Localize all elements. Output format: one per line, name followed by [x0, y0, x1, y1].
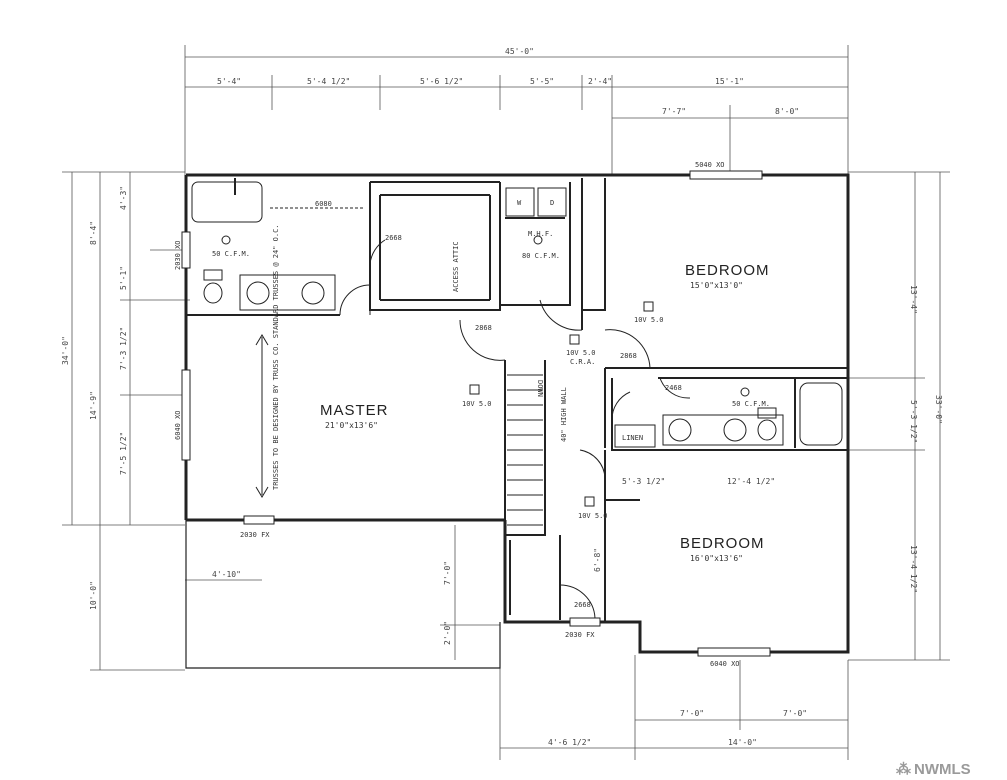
- dimension-lines: [62, 45, 950, 760]
- vent-label-bedroom2: 10V 5.0: [578, 512, 608, 520]
- dryer-label: D: [550, 199, 554, 207]
- room-bedroom1-size: 15'0"x13'0": [690, 281, 743, 290]
- dim-overall-width: 45'-0": [505, 47, 534, 56]
- dim-top2-2: 8'-0": [775, 107, 799, 116]
- cra-label: C.R.A.: [570, 358, 595, 366]
- fan-label-master: 50 C.F.M.: [212, 250, 250, 258]
- mhf-label: M.H.F.: [528, 230, 553, 238]
- dim-right-4: 13'-4 1/2": [909, 545, 918, 593]
- door-label-6080: 6080: [315, 200, 332, 208]
- dim-bottom2-1: 4'-6 1/2": [548, 738, 591, 747]
- dim-misc-6: 6'-8": [593, 548, 602, 572]
- dim-top-2: 5'-4 1/2": [307, 77, 350, 86]
- dim-top-6: 15'-1": [715, 77, 744, 86]
- vent-label-hall: 10V 5.0: [566, 349, 596, 357]
- dim-misc-3: 2'-0": [443, 621, 452, 645]
- dim-top2-1: 7'-7": [662, 107, 686, 116]
- window-label-bottom-left: 2030 FX: [240, 531, 270, 539]
- vent-label-bedroom1: 10V 5.0: [634, 316, 664, 324]
- window-label-master-left: 6040 XO: [174, 410, 182, 440]
- truss-note: TRUSSES TO BE DESIGNED BY TRUSS CO. STAN…: [272, 224, 280, 490]
- attic-access-label: ACCESS ATTIC: [452, 241, 460, 292]
- door-label-2868-b: 2868: [620, 352, 637, 360]
- dim-bottom-1: 7'-0": [680, 709, 704, 718]
- dim-left-mid-3: 7'-5 1/2": [119, 432, 128, 475]
- dim-bottom2-2: 14'-0": [728, 738, 757, 747]
- exterior-walls: [184, 173, 850, 669]
- dim-right-1: 13'-4": [909, 285, 918, 314]
- door-label-bath: 2668: [574, 601, 591, 609]
- door-label-2468: 2468: [665, 384, 682, 392]
- washer-label: W: [517, 199, 522, 207]
- dim-top-1: 5'-4": [217, 77, 241, 86]
- door-label-closet: 2668: [385, 234, 402, 242]
- room-bedroom1-name: BEDROOM: [685, 262, 770, 279]
- window-label-stair: 2030 FX: [565, 631, 595, 639]
- dim-left-overall: 34'-0": [61, 336, 70, 365]
- linen-label: LINEN: [622, 434, 643, 442]
- fixtures: [191, 181, 843, 526]
- dim-left-upper-2: 8'-4": [89, 221, 98, 245]
- dim-top-4: 5'-5": [530, 77, 554, 86]
- window-label-bottom-right: 6040 XO: [710, 660, 740, 668]
- room-bedroom2-size: 16'0"x13'6": [690, 554, 743, 563]
- dim-left-lower: 10'-0": [89, 581, 98, 610]
- watermark-icon: ⁂: [896, 761, 911, 778]
- dim-top-3: 5'-6 1/2": [420, 77, 463, 86]
- vent-label-master: 10V 5.0: [462, 400, 492, 408]
- door-label-2868-a: 2868: [475, 324, 492, 332]
- stair-down-label: DOWN: [536, 380, 544, 397]
- fan-label-laundry: 80 C.F.M.: [522, 252, 560, 260]
- room-master-name: MASTER: [320, 402, 389, 419]
- window-label-top: 5040 XO: [695, 161, 725, 169]
- dim-top-5: 2'-4": [588, 77, 612, 86]
- window-label-left-top: 2030 XO: [174, 240, 182, 270]
- windows: [181, 170, 771, 657]
- dim-misc-1: 4'-10": [212, 570, 241, 579]
- dim-left-upper-3: 5'-1": [119, 266, 128, 290]
- dim-right-3: 33'-0": [934, 395, 943, 424]
- dim-misc-5: 12'-4 1/2": [727, 477, 775, 486]
- high-wall-label: 40" HIGH WALL: [560, 387, 568, 442]
- dim-left-upper-1: 4'-3": [119, 186, 128, 210]
- door-swings: [339, 239, 691, 619]
- room-master-size: 21'0"x13'6": [325, 421, 378, 430]
- dim-left-mid-2: 14'-9": [89, 391, 98, 420]
- watermark: NWMLS: [914, 761, 971, 778]
- dim-misc-4: 5'-3 1/2": [622, 477, 665, 486]
- dim-misc-2: 7'-0": [443, 561, 452, 585]
- fan-label-hall-bath: 50 C.F.M.: [732, 400, 770, 408]
- interior-walls: [186, 178, 848, 622]
- dim-right-2: 5'-3 1/2": [909, 400, 918, 443]
- dim-bottom-2: 7'-0": [783, 709, 807, 718]
- room-bedroom2-name: BEDROOM: [680, 535, 765, 552]
- dim-left-mid-1: 7'-3 1/2": [119, 327, 128, 370]
